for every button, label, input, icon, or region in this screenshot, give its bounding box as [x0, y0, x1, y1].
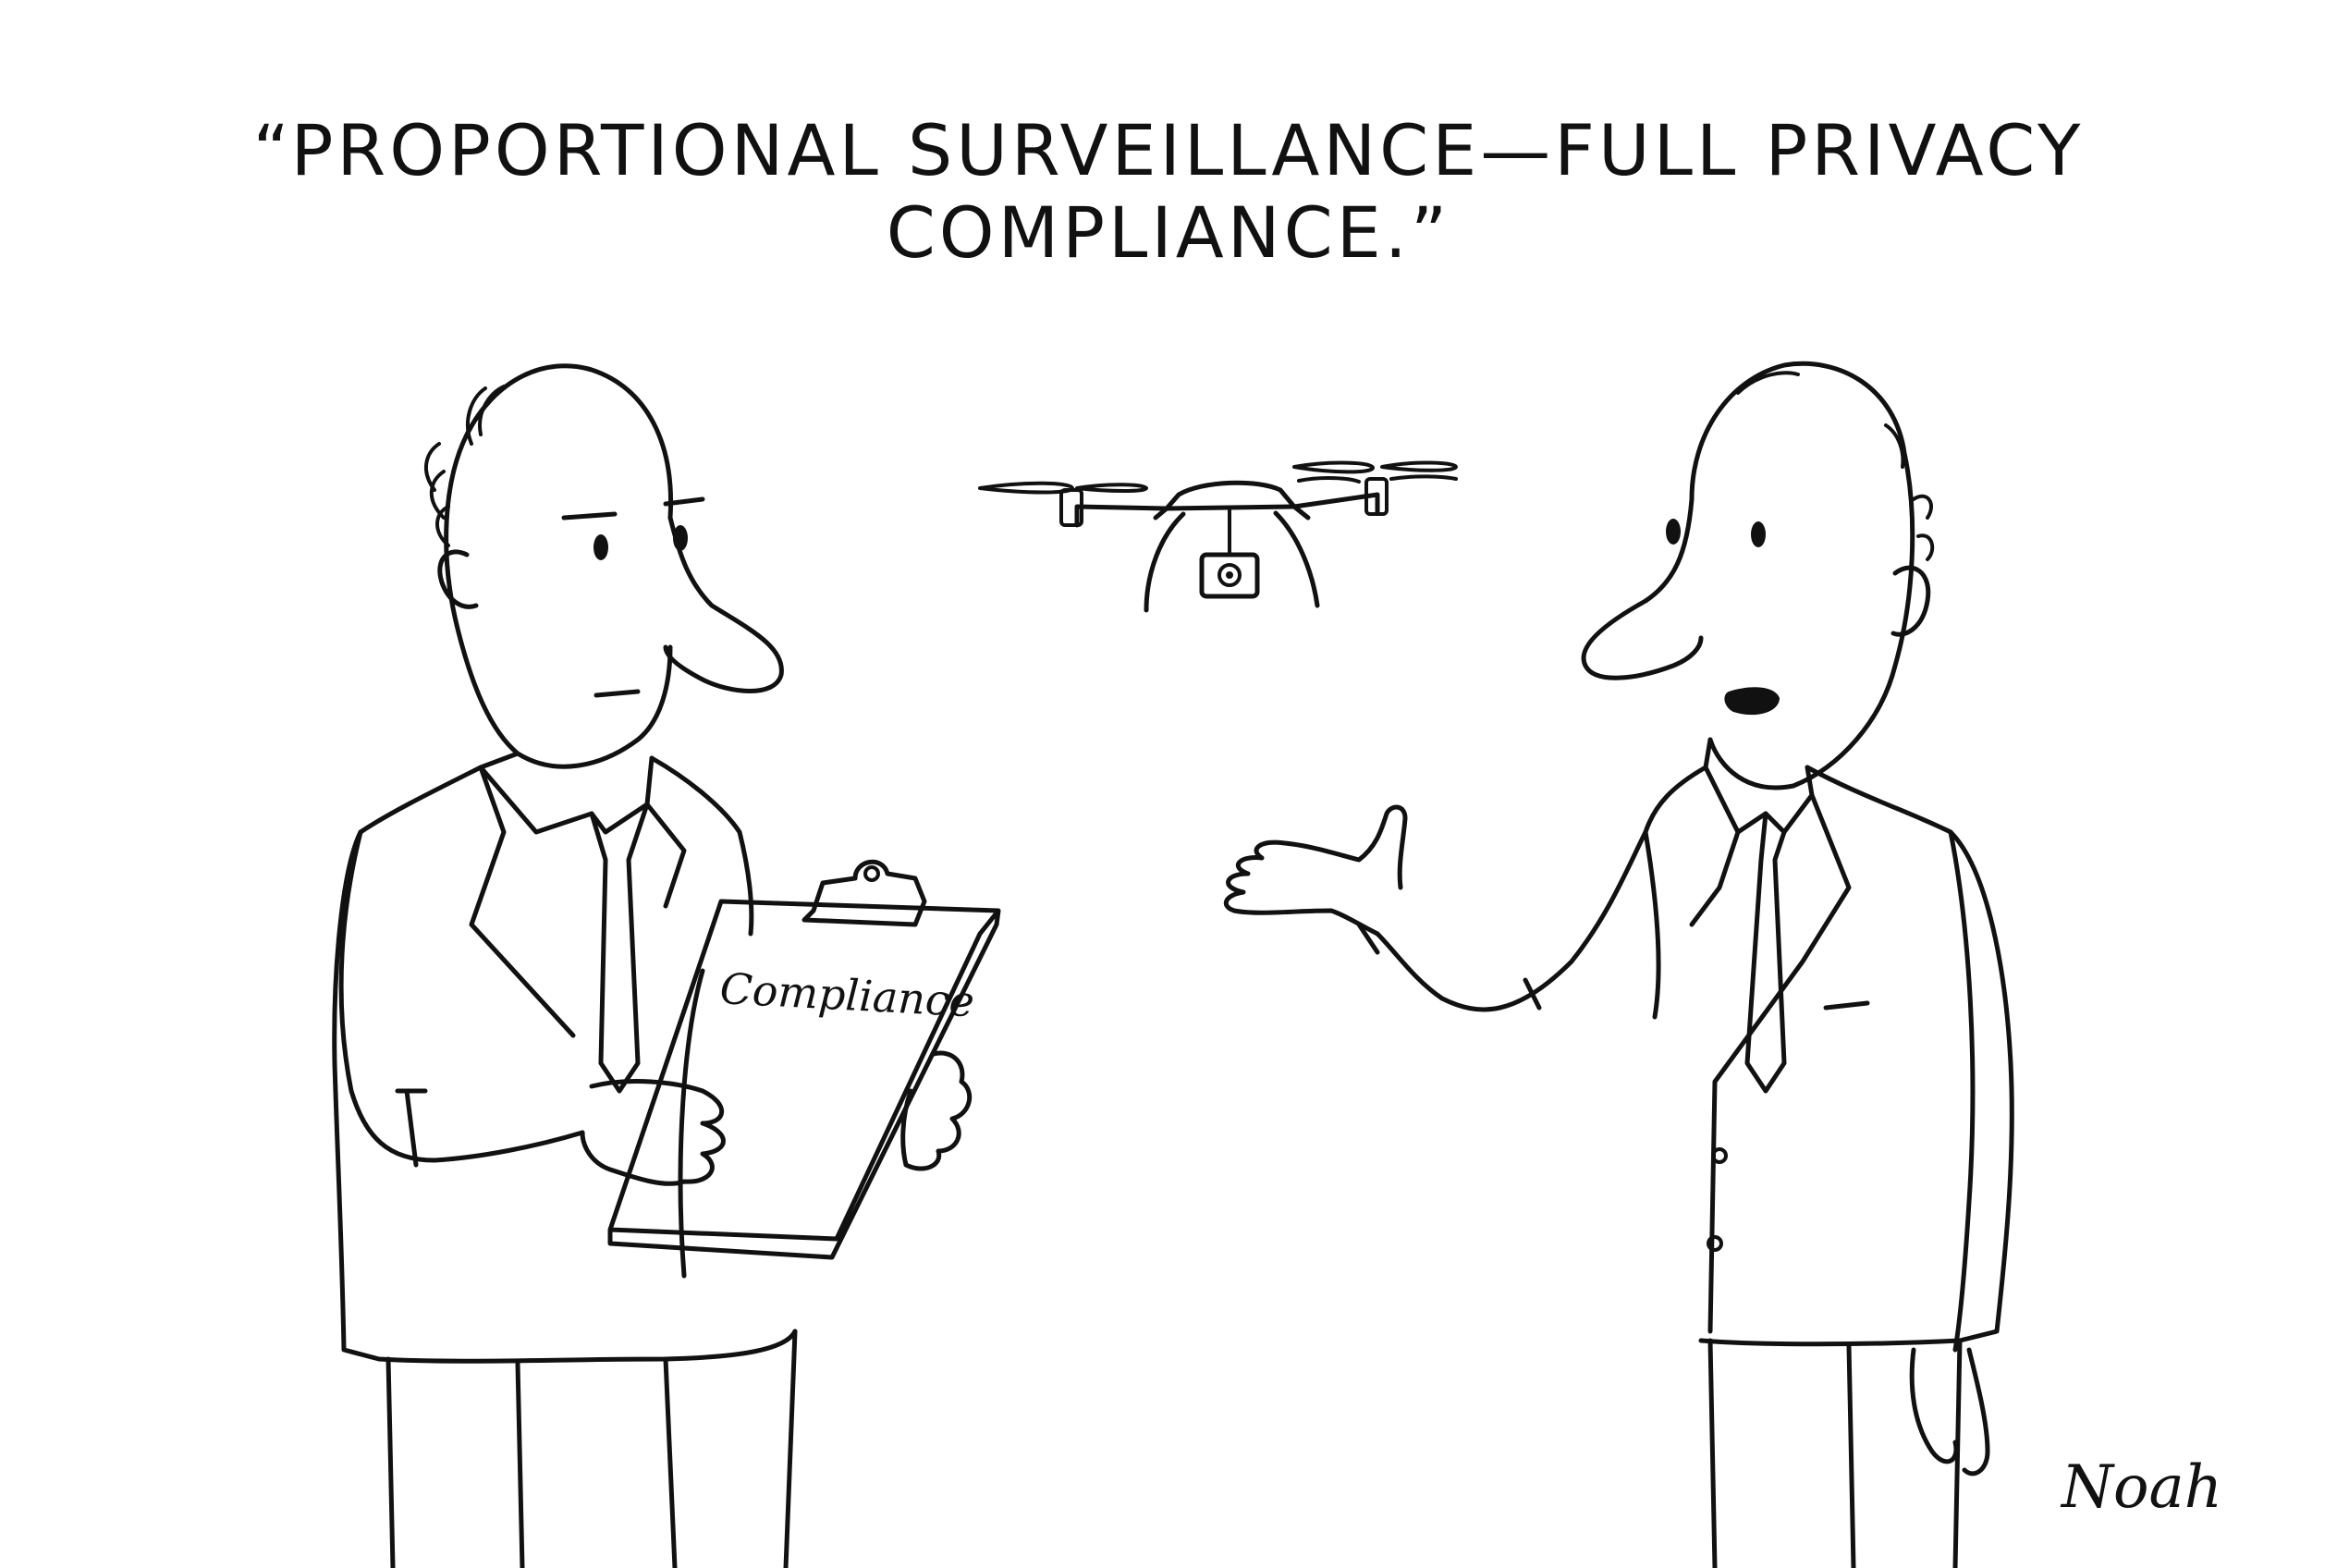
left-man	[332, 363, 798, 1568]
right-man-ear	[1890, 565, 1931, 637]
drone-propeller	[1292, 460, 1458, 474]
right-man-lower-arm	[1909, 829, 1990, 1476]
clipboard: Compliance	[607, 859, 1001, 1260]
drone-arms	[1074, 492, 1380, 528]
left-man-arm	[338, 829, 585, 1168]
clipboard-clip-hole	[863, 865, 880, 882]
right-man-arm	[1356, 829, 1661, 1020]
left-man-nose	[663, 515, 784, 693]
jacket-button	[1711, 1147, 1728, 1164]
right-man-hand	[1223, 804, 1408, 937]
drone-camera-lens-dot	[1226, 571, 1233, 579]
clipboard-board	[607, 899, 1001, 1260]
right-man-head	[1689, 361, 1915, 790]
drone	[978, 460, 1458, 613]
left-man-eye	[593, 534, 608, 560]
right-man-hair	[1736, 371, 1935, 561]
artist-signature: Noah	[2060, 1453, 2222, 1522]
right-man-eye	[1751, 521, 1766, 547]
right-man-nose	[1581, 496, 1704, 680]
jacket-button	[1707, 1235, 1723, 1252]
cartoon-caption: “Proportional surveillance—full privacy …	[252, 109, 2085, 274]
left-man-tie	[589, 802, 650, 1094]
drone-camera-lens	[1217, 563, 1242, 587]
left-man-hair	[424, 385, 506, 547]
left-man-jacket	[332, 755, 798, 1364]
left-man-legs	[385, 1329, 798, 1568]
right-man-eye	[1666, 519, 1681, 545]
right-man-jacket	[1643, 765, 2014, 1347]
drone-motor	[1364, 477, 1389, 516]
right-man	[1223, 361, 2014, 1568]
right-man-mouth	[1724, 687, 1780, 716]
drone-propeller	[1297, 474, 1458, 484]
left-man-hand	[580, 1079, 726, 1186]
left-man-ear	[437, 549, 479, 609]
clipboard-label: Compliance	[718, 963, 975, 1026]
left-man-mouth	[593, 689, 641, 698]
drone-propeller	[978, 481, 1148, 495]
left-man-right-hand	[900, 1050, 973, 1171]
right-man-tie	[1744, 811, 1787, 1094]
clipboard-clip	[801, 859, 927, 927]
right-man-legs	[1707, 1338, 1963, 1568]
drone-landing-gear	[1144, 510, 1320, 613]
drone-body	[1164, 480, 1297, 511]
drone-camera	[1199, 552, 1260, 599]
left-man-eyebrows	[561, 496, 705, 521]
